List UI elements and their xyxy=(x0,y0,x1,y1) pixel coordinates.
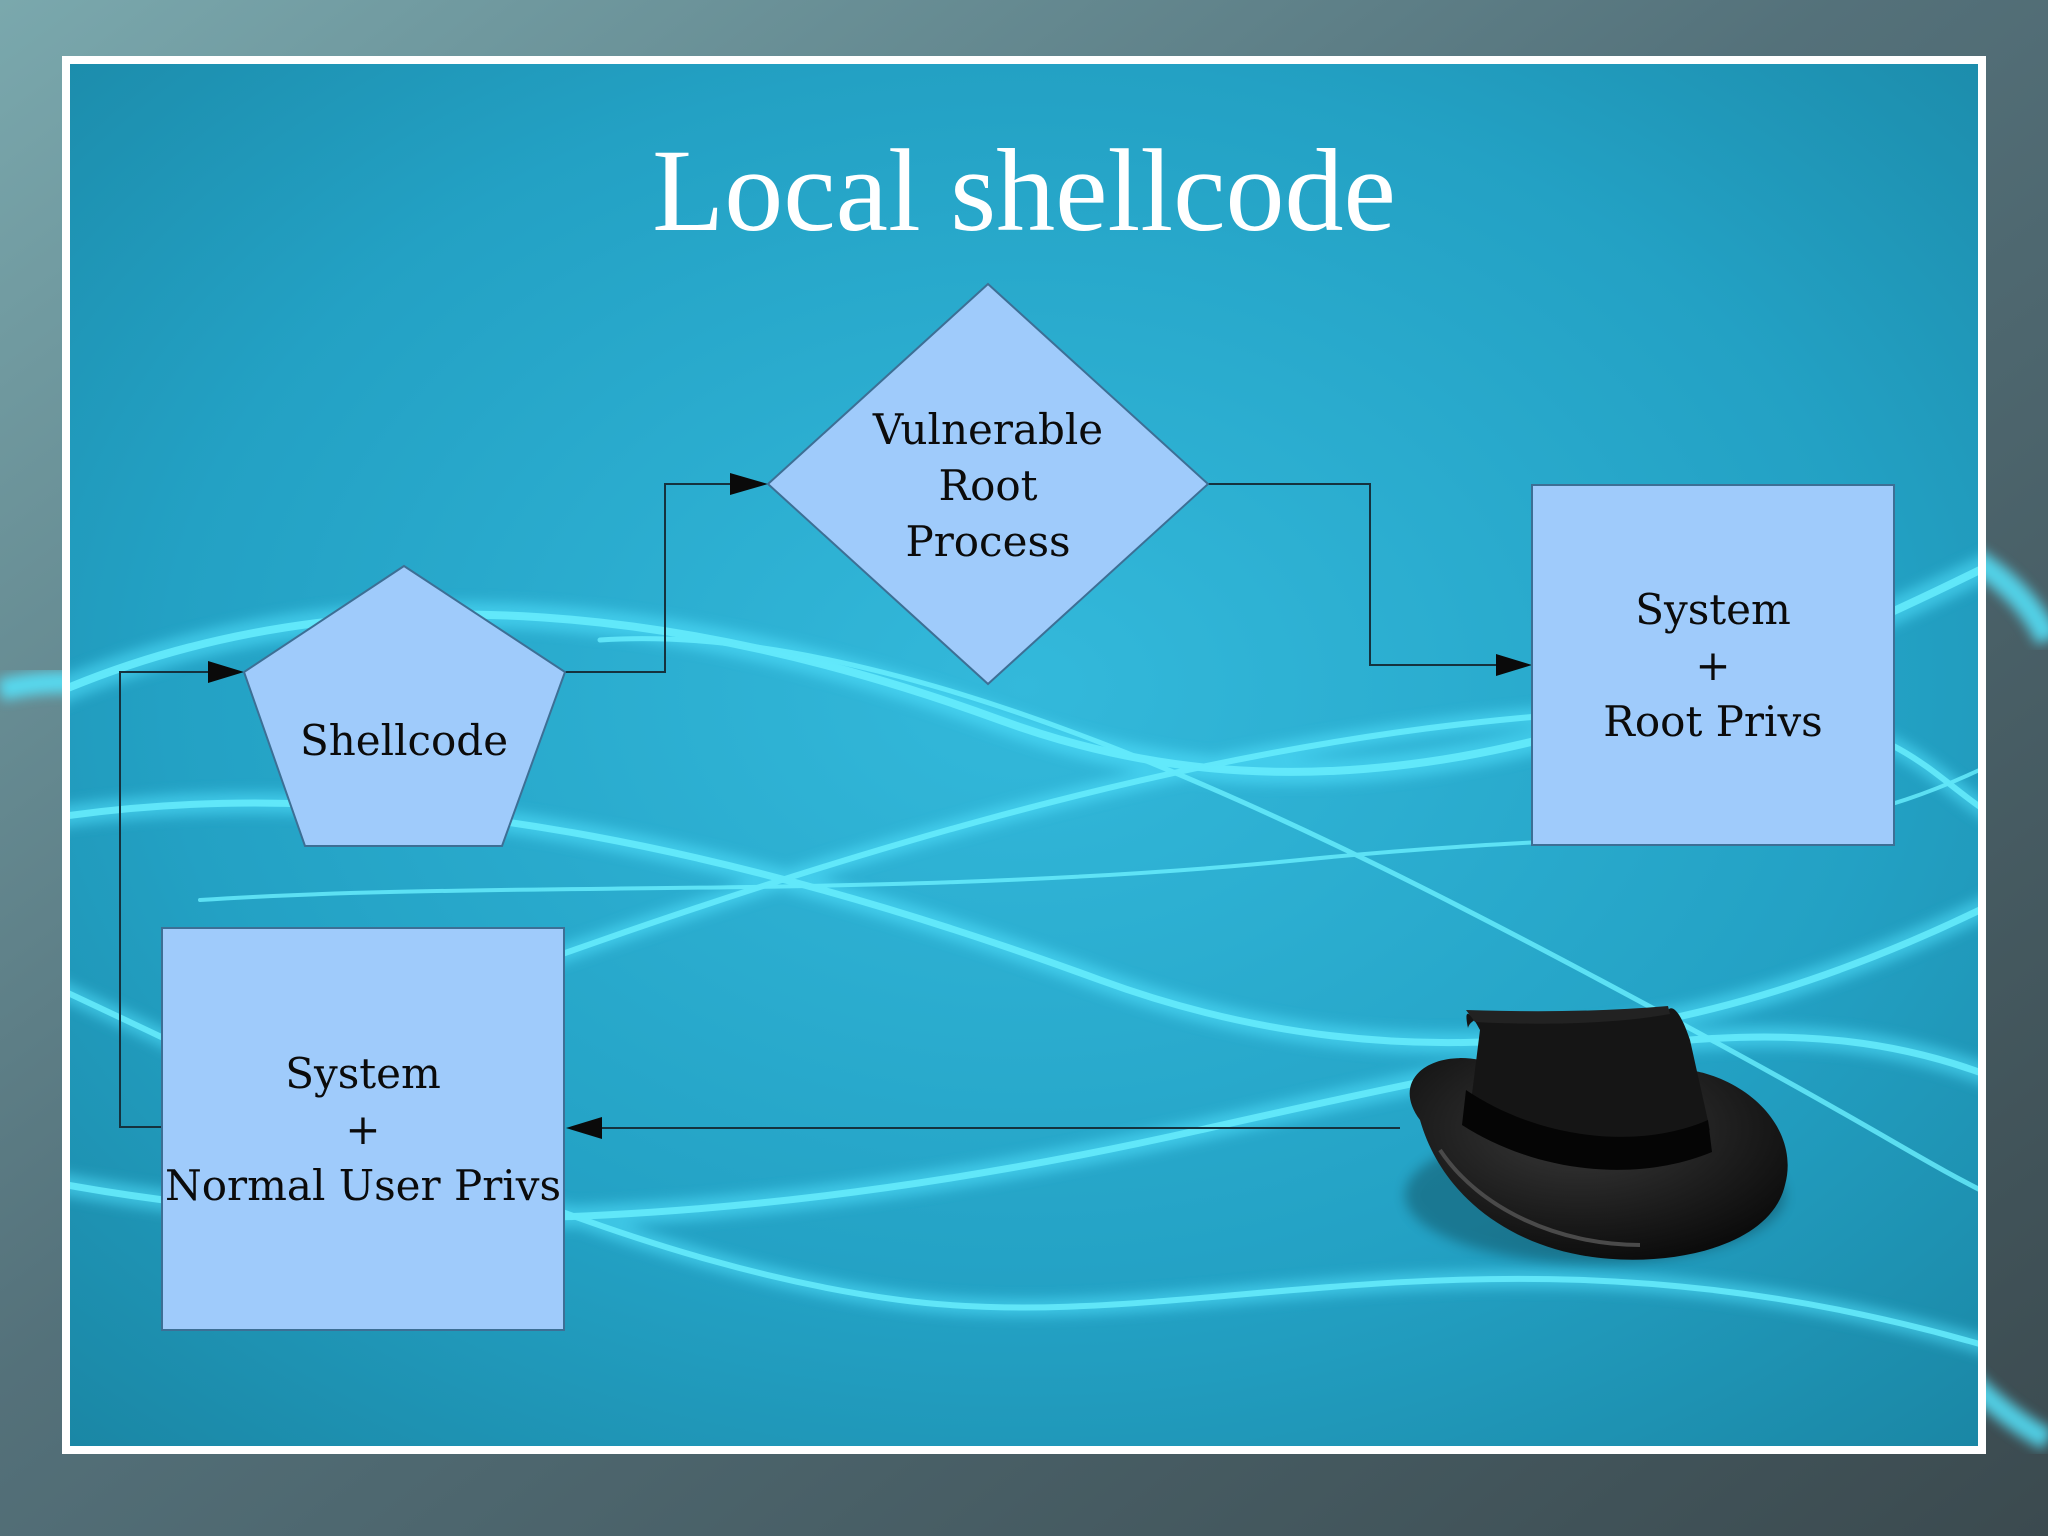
vulnerable-line-1: Vulnerable xyxy=(872,405,1103,454)
arrow-into-vulnerable xyxy=(730,473,768,495)
node-system-normal-user-privs: System + Normal User Privs xyxy=(161,927,565,1331)
edge-normal-to-shellcode xyxy=(119,671,210,1128)
node-system-root-privs: System + Root Privs xyxy=(1531,484,1895,846)
root-privs-line-3: Root Privs xyxy=(1603,697,1822,746)
diamond-shape xyxy=(766,282,1210,686)
slide-title: Local shellcode xyxy=(652,125,1396,256)
normal-privs-line-1: System xyxy=(285,1049,441,1098)
edge-shellcode-to-vulnerable xyxy=(565,483,735,673)
vulnerable-line-3: Process xyxy=(905,517,1070,566)
normal-privs-line-3: Normal User Privs xyxy=(165,1161,561,1210)
pentagon-shape xyxy=(242,564,567,847)
node-vulnerable-root-process: Vulnerable Root Process xyxy=(766,282,1210,686)
root-privs-box xyxy=(1531,484,1895,846)
arrow-into-shellcode xyxy=(208,661,244,683)
vulnerable-line-2: Root xyxy=(938,461,1037,510)
slide-frame xyxy=(62,56,1986,1454)
black-hat-icon xyxy=(1405,1006,1788,1263)
shellcode-label: Shellcode xyxy=(300,716,508,765)
node-shellcode: Shellcode xyxy=(242,564,567,847)
arrow-into-normal-privs xyxy=(566,1117,602,1139)
root-privs-line-1: System xyxy=(1635,585,1791,634)
edge-vulnerable-to-root xyxy=(1208,483,1500,666)
normal-privs-box xyxy=(161,927,565,1331)
arrow-into-root-privs xyxy=(1496,654,1532,676)
normal-privs-line-2: + xyxy=(345,1105,380,1154)
connectors xyxy=(119,483,1500,1129)
root-privs-line-2: + xyxy=(1695,641,1730,690)
arrowheads xyxy=(208,473,1532,1139)
